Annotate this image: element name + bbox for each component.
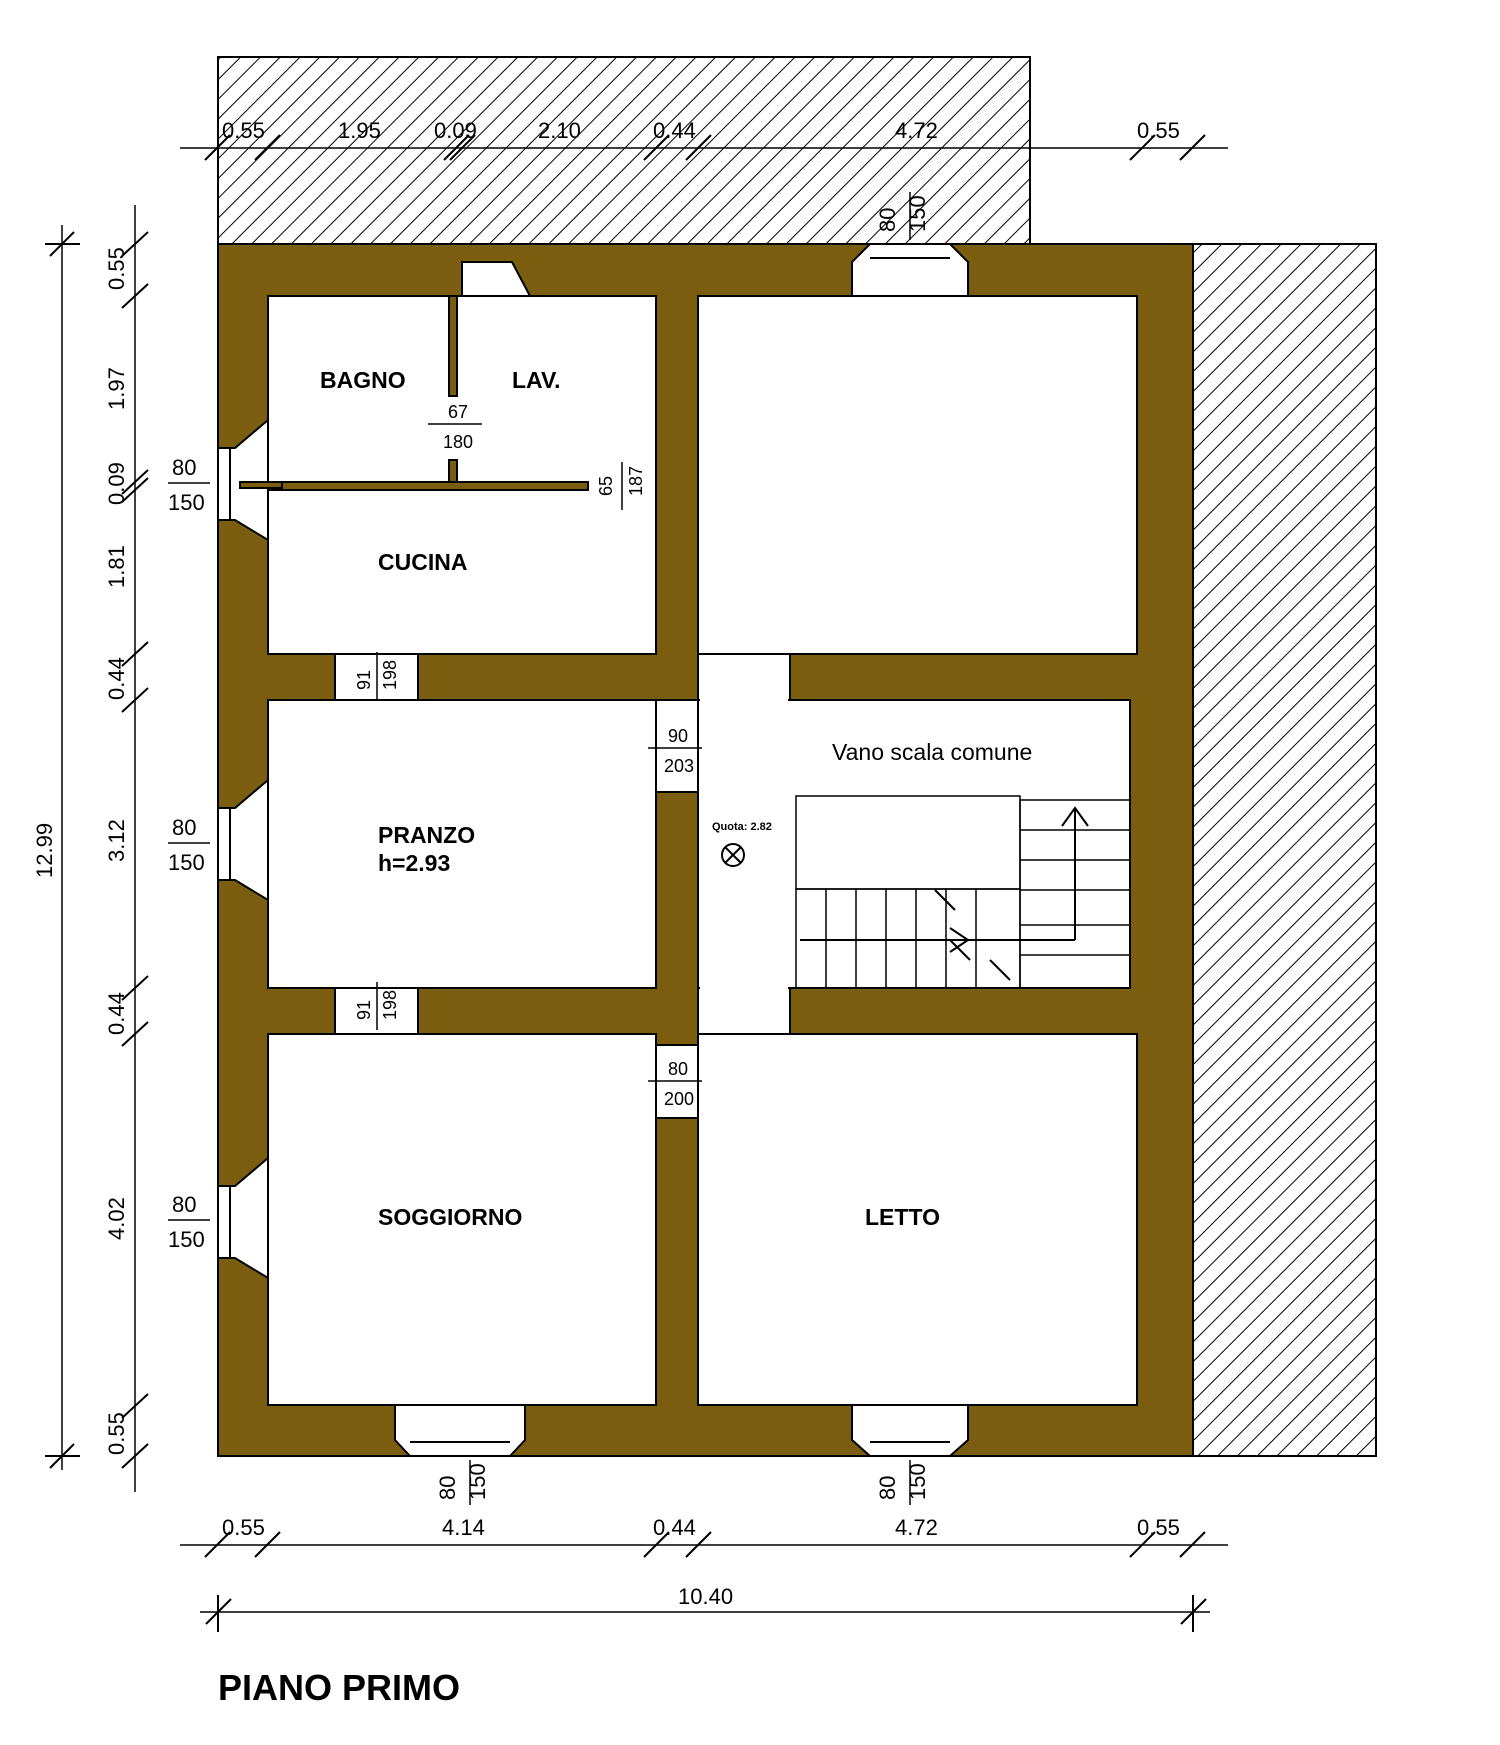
corridor	[700, 655, 788, 1033]
left-dim-7: 0.44	[104, 992, 129, 1035]
left-dim-1: 0.55	[104, 247, 129, 290]
left-window-2-width: 80	[172, 815, 196, 840]
windows	[217, 243, 969, 1457]
opening-labels: 80 150 80 150 80 150 67 180 90 203 80 20…	[168, 402, 702, 1252]
bottom-window-1-height: 150	[465, 1463, 490, 1500]
left-dim-5: 0.44	[104, 657, 129, 700]
room-pranzo-height: h=2.93	[378, 850, 450, 876]
partitions	[239, 295, 589, 491]
bath-door-height: 180	[443, 432, 473, 452]
room-soggiorno: SOGGIORNO	[378, 1204, 522, 1230]
left-dimensions: 0.55 1.97 0.09 1.81 0.44 3.12 0.44 4.02 …	[32, 205, 149, 1492]
room-stair: Vano scala comune	[832, 739, 1032, 765]
left-window-1-width: 80	[172, 455, 196, 480]
left-dim-6: 3.12	[104, 819, 129, 862]
top-dimensions: 0.55 1.95 0.09 2.10 0.44 4.72 0.55	[180, 118, 1228, 161]
corridor-door-2-height: 200	[664, 1089, 694, 1109]
left-dim-9: 0.55	[104, 1412, 129, 1455]
bath-door-width: 67	[448, 402, 468, 422]
left-window-3-height: 150	[168, 1227, 205, 1252]
left-window-3-width: 80	[172, 1192, 196, 1217]
bottom-window-2-height: 150	[905, 1463, 930, 1500]
staircase	[795, 795, 1131, 989]
level-marker: Quota: 2.82	[712, 821, 772, 867]
total-height: 12.99	[32, 823, 57, 878]
room-pranzo: PRANZO	[378, 822, 475, 848]
level-label: Quota: 2.82	[712, 821, 772, 833]
room-lav: LAV.	[512, 367, 561, 393]
kitchen-door-height: 187	[626, 466, 646, 496]
room-cucina: CUCINA	[378, 549, 467, 575]
corridor-door-2-width: 80	[668, 1059, 688, 1079]
top-dim-4: 2.10	[538, 118, 581, 143]
top-window-height: 150	[905, 195, 930, 232]
corridor-door-1-height: 203	[664, 756, 694, 776]
pranzo-soggiorno-door-width: 91	[354, 1000, 374, 1020]
bottom-dim-2: 4.14	[442, 1515, 485, 1540]
left-dim-3: 0.09	[104, 462, 129, 505]
hatched-area-top	[217, 56, 1031, 245]
bottom-dim-3: 0.44	[653, 1515, 696, 1540]
top-window-width: 80	[875, 208, 900, 232]
kitchen-door-width: 65	[596, 476, 616, 496]
opening-labels-rotated: 80 150 65 187 91 198 91 198 80 150 80 15…	[354, 192, 930, 1505]
left-dim-4: 1.81	[104, 545, 129, 588]
top-dim-7: 0.55	[1137, 118, 1180, 143]
left-dim-8: 4.02	[104, 1197, 129, 1240]
top-dim-6: 4.72	[895, 118, 938, 143]
bottom-dim-4: 4.72	[895, 1515, 938, 1540]
drawing-title: PIANO PRIMO	[218, 1667, 460, 1708]
top-dim-1: 0.55	[222, 118, 265, 143]
room-letto: LETTO	[865, 1204, 940, 1230]
hatched-area-right	[1192, 243, 1377, 1457]
pranzo-soggiorno-door-height: 198	[380, 990, 400, 1020]
kitchen-pranzo-door-width: 91	[354, 670, 374, 690]
top-dim-5: 0.44	[653, 118, 696, 143]
total-width: 10.40	[678, 1584, 733, 1609]
bottom-dimensions: 0.55 4.14 0.44 4.72 0.55 10.40	[180, 1515, 1228, 1632]
left-window-2-height: 150	[168, 850, 205, 875]
room-bagno: BAGNO	[320, 367, 406, 393]
kitchen-pranzo-door-height: 198	[380, 660, 400, 690]
bottom-dim-1: 0.55	[222, 1515, 265, 1540]
bottom-window-1-width: 80	[435, 1476, 460, 1500]
left-dim-2: 1.97	[104, 367, 129, 410]
bottom-window-2-width: 80	[875, 1476, 900, 1500]
corridor-door-1-width: 90	[668, 726, 688, 746]
top-dim-3: 0.09	[434, 118, 477, 143]
top-dim-2: 1.95	[338, 118, 381, 143]
left-window-1-height: 150	[168, 490, 205, 515]
bottom-dim-5: 0.55	[1137, 1515, 1180, 1540]
